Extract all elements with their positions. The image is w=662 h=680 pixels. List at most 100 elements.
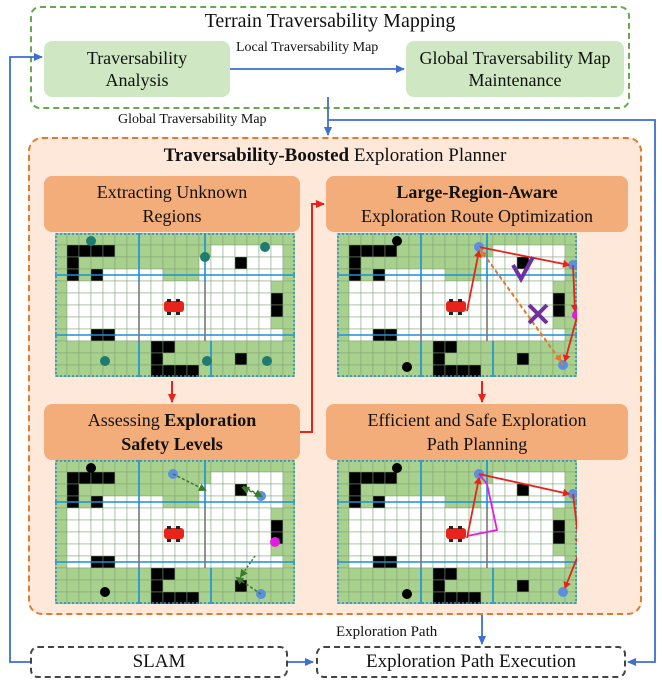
grid-cell	[222, 543, 236, 557]
grid-cell	[564, 460, 577, 473]
grid-cell	[504, 316, 518, 330]
grid-cell	[78, 244, 92, 258]
planner-title-rest: Exploration Planner	[349, 145, 507, 166]
grid-cell	[492, 304, 506, 318]
grid-cell	[360, 316, 374, 330]
grid-cell	[337, 567, 350, 581]
grid-cell	[432, 591, 446, 604]
grid-cell	[337, 460, 350, 473]
grid-cell	[337, 483, 350, 497]
grid-cell	[102, 471, 116, 485]
grid-cell	[372, 543, 386, 557]
grid-cell	[432, 471, 446, 485]
grid-cell	[492, 567, 506, 581]
local-map-label: Local Traversability Map	[236, 40, 379, 55]
grid-cell	[222, 483, 236, 497]
grid-cell	[552, 531, 566, 545]
grid-cell	[150, 531, 164, 545]
grid-cell	[564, 531, 577, 545]
grid-cell	[337, 280, 350, 294]
grid-cell	[222, 364, 236, 377]
grid-cell	[282, 519, 295, 533]
grid-cell	[456, 591, 470, 604]
grid-cell	[162, 483, 176, 497]
grid-cell	[174, 567, 188, 581]
grid-cell	[408, 352, 422, 366]
grid-cell	[384, 483, 398, 497]
grid-cell	[210, 567, 224, 581]
grid-cell	[90, 256, 104, 270]
grid-cell	[138, 543, 152, 557]
grid-cell	[222, 256, 236, 270]
obstacle-marker	[402, 362, 412, 372]
grid-cell	[348, 591, 362, 604]
grid-cell	[55, 460, 68, 473]
grid-cell	[504, 364, 518, 377]
grid-cell	[564, 233, 577, 246]
grid-cell	[372, 256, 386, 270]
grid-cell	[540, 256, 554, 270]
grid-cell	[78, 304, 92, 318]
grid-cell	[258, 280, 272, 294]
grid-cell	[55, 364, 68, 377]
grid-cell	[222, 567, 236, 581]
grid-cell	[270, 579, 284, 593]
grid-cell	[78, 364, 92, 377]
grid-cell	[468, 543, 482, 557]
grid-cell	[444, 340, 458, 354]
grid-cell	[372, 304, 386, 318]
grid-cell	[372, 531, 386, 545]
grid-cell	[138, 316, 152, 330]
map-frame	[55, 233, 295, 377]
grid-cell	[420, 280, 434, 294]
grid-cell	[282, 567, 295, 581]
grid-cell	[552, 244, 566, 258]
grid-cell	[258, 471, 272, 485]
grid-cell	[78, 483, 92, 497]
grid-cell	[114, 591, 128, 604]
safety-arrow	[241, 486, 262, 497]
grid-cell	[90, 304, 104, 318]
grid-cell	[78, 579, 92, 593]
grid-cell	[432, 567, 446, 581]
planner-title: Traversability-Boosted Exploration Plann…	[28, 145, 642, 167]
grid-cell	[408, 531, 422, 545]
grid-cell	[246, 316, 260, 330]
map-unknown-regions	[55, 233, 295, 377]
grid-cell	[66, 531, 80, 545]
obstacle-marker	[402, 589, 412, 599]
grid-cell	[186, 579, 200, 593]
grid-cell	[516, 507, 530, 521]
grid-cell	[552, 543, 566, 557]
grid-cell	[222, 316, 236, 330]
grid-cell	[444, 471, 458, 485]
grid-cell	[540, 567, 554, 581]
grid-cell	[468, 567, 482, 581]
grid-cell	[55, 567, 68, 581]
grid-cell	[126, 519, 140, 533]
map-safety-levels	[55, 460, 295, 604]
slam-box: SLAM	[30, 646, 288, 678]
grid-cell	[282, 233, 295, 246]
path-execution-box: Exploration Path Execution	[316, 646, 626, 678]
grid-cell	[408, 280, 422, 294]
grid-cell	[102, 316, 116, 330]
grid-cell	[162, 244, 176, 258]
grid-cell	[504, 304, 518, 318]
grid-cell	[372, 316, 386, 330]
grid-cell	[528, 340, 542, 354]
grid-cell	[360, 460, 374, 473]
grid-cell	[126, 233, 140, 246]
grid-cell	[337, 340, 350, 354]
grid-cell	[384, 531, 398, 545]
grid-cell	[348, 471, 362, 485]
grid-cell	[234, 471, 248, 485]
grid-cell	[246, 256, 260, 270]
grid-cell	[516, 316, 530, 330]
grid-cell	[174, 579, 188, 593]
obstacle-marker	[86, 463, 96, 473]
grid-cell	[246, 292, 260, 306]
grid-cell	[282, 292, 295, 306]
grid-cell	[66, 483, 80, 497]
